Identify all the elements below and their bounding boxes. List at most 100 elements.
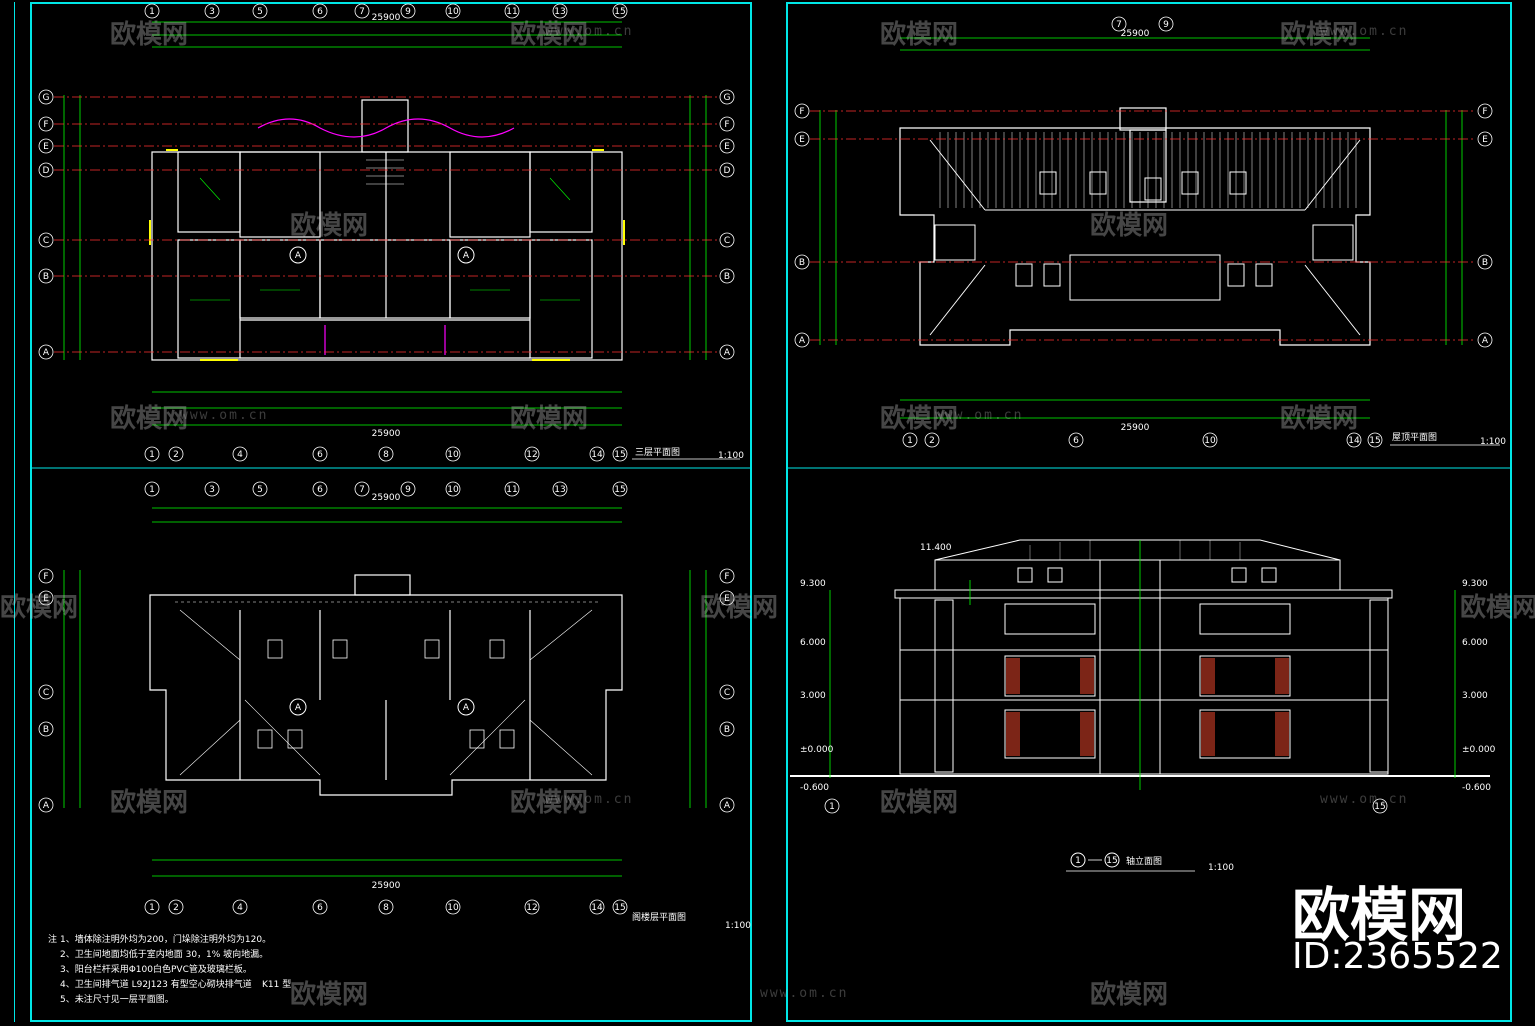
grid-axis-label: 15 — [614, 903, 625, 913]
grid-axis-label: 15 — [614, 450, 625, 460]
drawing-scale: 1:100 — [1480, 437, 1506, 447]
grid-row-label: B — [724, 272, 730, 282]
axis-bubble — [719, 344, 735, 360]
grid-row-label: E — [43, 142, 49, 152]
axis-bubble — [612, 446, 628, 462]
grid-row-label: G — [724, 93, 731, 103]
roof-plan: 25900 25900 屋顶平面图 1:100 — [819, 29, 1506, 447]
axis-bubble — [445, 899, 461, 915]
axis-bubble — [378, 446, 394, 462]
axis-bubble — [719, 138, 735, 154]
watermark-logo: 欧模网 — [110, 404, 189, 434]
grid-row-label: C — [724, 236, 730, 246]
grid-axis-label: 15 — [614, 485, 625, 495]
grid-row-label: A — [724, 801, 731, 811]
watermark-url: www.om.cn — [180, 408, 269, 423]
axis-bubble — [612, 899, 628, 915]
grid-axis-label: 11 — [506, 7, 517, 17]
grid-axis-label: 1 — [907, 436, 913, 446]
axis-bubble — [312, 446, 328, 462]
axis-bubble — [204, 481, 220, 497]
drawing-title: 阁楼层平面图 — [632, 911, 686, 923]
grid-axis-label: 6 — [317, 7, 323, 17]
watermark-logo: 欧模网 — [1460, 593, 1535, 623]
room-marker-a-right — [457, 246, 475, 264]
total-dimension: 25900 — [372, 13, 401, 23]
grid-axis-label: 15 — [1369, 436, 1380, 446]
watermark-logo: 欧模网 — [290, 211, 369, 241]
axis-bubble — [38, 568, 54, 584]
room-marker-label: A — [463, 703, 470, 713]
axis-bubble — [204, 3, 220, 19]
axis-bubble — [589, 899, 605, 915]
watermark-url: www.om.cn — [545, 24, 634, 39]
note-code: K11 型 — [262, 979, 291, 990]
grid-row-label: E — [1482, 135, 1488, 145]
watermark-logo: 欧模网 — [0, 593, 79, 623]
axis-bubble — [312, 481, 328, 497]
drawing-scale: 1:100 — [718, 451, 744, 461]
watermark-url: www.om.cn — [1320, 792, 1409, 807]
axis-bubble — [719, 268, 735, 284]
grid-row-label: E — [724, 594, 730, 604]
grid-axis-label: 14 — [1348, 436, 1360, 446]
axis-bubble — [719, 162, 735, 178]
axis-bubble — [38, 138, 54, 154]
drawing-sheet-right — [786, 2, 1512, 1022]
axis-bubble — [719, 89, 735, 105]
axis-bubble — [252, 3, 268, 19]
grid-row-label: C — [724, 688, 730, 698]
axis-bubble — [144, 481, 160, 497]
grid-axis-label: 4 — [237, 450, 243, 460]
axis-bubble — [232, 899, 248, 915]
grid-row-label: C — [43, 688, 49, 698]
watermark-logo: 欧模网 — [1280, 404, 1359, 434]
axis-bubble — [719, 684, 735, 700]
axis-bubble — [612, 3, 628, 19]
axis-bubble — [794, 332, 810, 348]
axis-bubble — [1202, 432, 1218, 448]
room-marker-label: A — [295, 703, 302, 713]
room-marker-label: A — [295, 251, 302, 261]
grid-axis-label: 13 — [554, 485, 565, 495]
room-marker-a-left — [289, 246, 307, 264]
grid-axis-label: 12 — [526, 450, 537, 460]
level-mark: ±0.000 — [800, 745, 834, 755]
grid-row-label: D — [43, 166, 50, 176]
grid-row-label: B — [43, 725, 49, 735]
third-floor-plan: A A 25900 25900 三层平面图 1:100 — [63, 13, 744, 461]
watermark-logo: 欧模网 — [880, 20, 959, 50]
axis-bubble — [252, 481, 268, 497]
drawing-sheet-left — [30, 2, 752, 1022]
axis-bubble — [1477, 332, 1493, 348]
axis-bubble — [312, 899, 328, 915]
grid-row-label: B — [43, 272, 49, 282]
watermark-logo: 欧模网 — [290, 980, 369, 1010]
axis-bubble — [719, 116, 735, 132]
axis-bubble — [612, 481, 628, 497]
total-dimension: 25900 — [1121, 29, 1150, 39]
grid-axis-label: 6 — [317, 903, 323, 913]
grid-axis-label: 7 — [359, 7, 365, 17]
watermark-logo: 欧模网 — [110, 20, 189, 50]
note-line: 3、阳台栏杆采用Φ100白色PVC管及玻璃栏板。 — [60, 963, 252, 975]
grid-axis-label: 1 — [829, 802, 835, 812]
note-line: 5、未注尺寸见一层平面图。 — [60, 993, 174, 1005]
watermark-logo: 欧模网 — [700, 593, 779, 623]
level-mark: -0.600 — [800, 783, 829, 793]
grid-row-label: A — [799, 336, 806, 346]
axis-bubble — [38, 684, 54, 700]
total-dimension: 25900 — [372, 429, 401, 439]
grid-axis-label: 6 — [317, 450, 323, 460]
model-id: ID:2365522 — [1292, 936, 1503, 977]
grid-axis-label: 2 — [173, 903, 179, 913]
grid-axis-label: 7 — [1116, 20, 1122, 30]
axis-bubble — [1158, 16, 1174, 32]
grid-row-label: D — [724, 166, 731, 176]
watermark-logo: 欧模网 — [1090, 980, 1169, 1010]
axis-bubble — [1104, 852, 1120, 868]
grid-axis-label: 14 — [591, 450, 603, 460]
axis-bubble — [1068, 432, 1084, 448]
watermark-logo: 欧模网 — [110, 788, 189, 818]
